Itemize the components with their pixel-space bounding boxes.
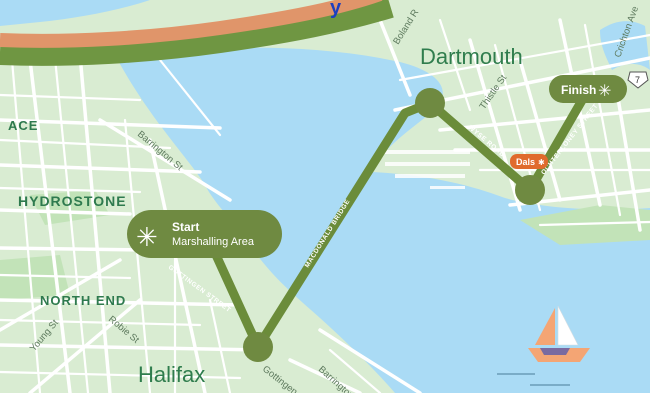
park-area (520, 205, 650, 245)
park-area (0, 255, 70, 300)
dartmouth-piers (380, 150, 470, 189)
city-label-dartmouth: Dartmouth (420, 44, 523, 69)
sailboat-icon (497, 305, 590, 386)
highway-number: 7 (635, 75, 640, 85)
water-top-left (0, 0, 150, 26)
sparkle-icon: ✱ (538, 158, 545, 167)
waypoint-bridge-halifax[interactable] (243, 332, 273, 362)
area-label-hydrostone: HYDROSTONE (18, 193, 127, 209)
decorative-band-green (0, 0, 394, 66)
start-title: Start (172, 220, 199, 234)
header-fragment: y (330, 0, 342, 19)
highway-shield: 7 (627, 71, 649, 89)
waypoint-bridge-dartmouth[interactable] (415, 88, 445, 118)
waypoint-dals[interactable] (515, 175, 545, 205)
start-marker[interactable]: ✳ Start Marshalling Area (127, 210, 282, 258)
start-subtitle: Marshalling Area (172, 236, 255, 248)
dals-label: Dals (516, 157, 535, 167)
finish-title: Finish (561, 83, 596, 97)
water-top-right (600, 21, 650, 70)
sparkle-icon: ✳ (598, 83, 611, 100)
decorative-band-orange (0, 0, 383, 48)
city-label-halifax: Halifax (138, 362, 205, 387)
area-label-north-end: NORTH END (40, 293, 126, 308)
sparkle-icon: ✳ (136, 222, 158, 252)
dals-badge[interactable]: Dals ✱ (510, 154, 548, 169)
area-label-ace: ACE (8, 118, 38, 133)
finish-marker[interactable]: Finish ✳ (549, 75, 627, 103)
harbour-water-inlet (150, 110, 360, 215)
